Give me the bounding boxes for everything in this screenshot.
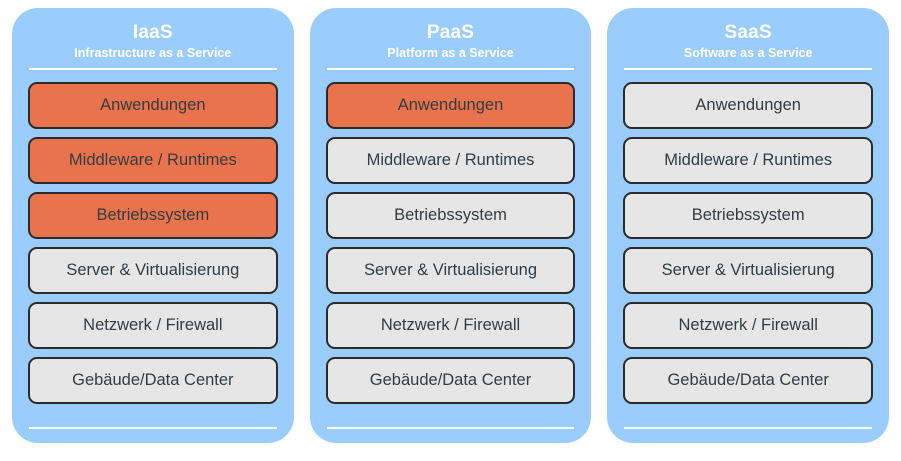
panel-footer-divider-paas	[326, 427, 575, 429]
layer-box: Gebäude/Data Center	[325, 357, 576, 404]
layer-box: Netzwerk / Firewall	[623, 302, 874, 349]
panel-header-paas: PaaS Platform as a Service	[326, 22, 576, 62]
panel-header-divider-iaas	[29, 68, 277, 70]
layer-box: Middleware / Runtimes	[325, 137, 576, 184]
layer-box: Server & Virtualisierung	[28, 247, 278, 294]
panel-subtitle-paas: Platform as a Service	[387, 46, 514, 60]
panel-subtitle-iaas: Infrastructure as a Service	[74, 46, 232, 60]
panel-footer-divider-saas	[624, 427, 873, 429]
layer-box: Anwendungen	[623, 82, 874, 129]
panel-header-iaas: IaaS Infrastructure as a Service	[28, 22, 278, 62]
panel-title-saas: SaaS	[724, 22, 772, 43]
layer-box: Betriebssystem	[28, 192, 278, 239]
layer-box: Netzwerk / Firewall	[28, 302, 278, 349]
layer-box: Betriebssystem	[623, 192, 874, 239]
layer-box: Gebäude/Data Center	[28, 357, 278, 404]
layer-box: Anwendungen	[325, 82, 576, 129]
layer-box: Gebäude/Data Center	[623, 357, 874, 404]
panel-title-iaas: IaaS	[132, 22, 173, 43]
layer-box: Server & Virtualisierung	[623, 247, 874, 294]
panel-header-divider-paas	[326, 68, 575, 70]
layer-box: Server & Virtualisierung	[325, 247, 576, 294]
layer-box: Betriebssystem	[325, 192, 576, 239]
panel-header-saas: SaaS Software as a Service	[623, 22, 873, 62]
panel-footer-divider-iaas	[29, 427, 277, 429]
panel-subtitle-saas: Software as a Service	[683, 46, 813, 60]
layer-box: Middleware / Runtimes	[623, 137, 874, 184]
layer-box: Middleware / Runtimes	[28, 137, 278, 184]
layer-box: Anwendungen	[28, 82, 278, 129]
layer-box: Netzwerk / Firewall	[325, 302, 576, 349]
panel-header-divider-saas	[624, 68, 873, 70]
panel-title-paas: PaaS	[426, 22, 475, 43]
